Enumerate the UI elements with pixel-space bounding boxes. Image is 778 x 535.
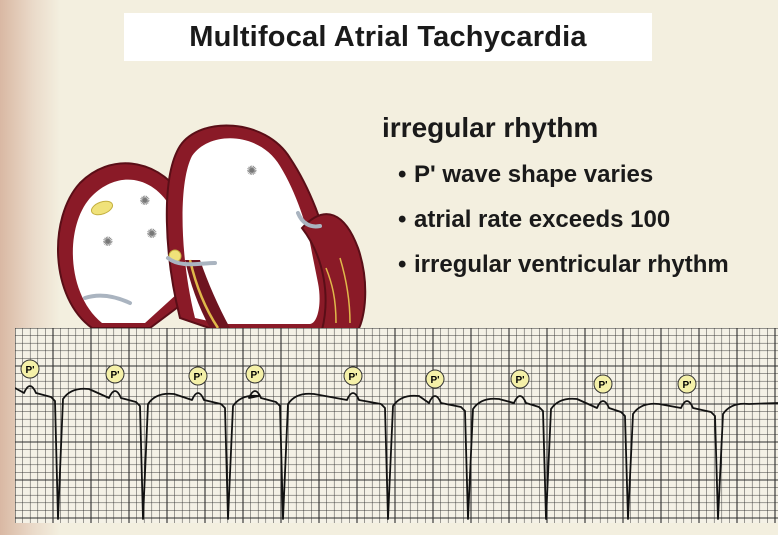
p-prime-marker-circle bbox=[343, 366, 363, 386]
p-prime-marker-label: P' bbox=[348, 372, 357, 383]
ecg-strip: P' P' P' P' P' P' P' P' P' bbox=[15, 328, 778, 523]
septum-pathway bbox=[185, 260, 230, 328]
p-prime-marker-circle bbox=[20, 359, 40, 379]
bullet-text: atrial rate exceeds 100 bbox=[414, 206, 671, 233]
p-prime-marker-label: P' bbox=[598, 380, 607, 391]
ecg-markers: P' P' P' P' P' P' P' P' P' bbox=[20, 359, 697, 394]
p-prime-marker-circle bbox=[105, 364, 125, 384]
heart-cross-section-icon: ✺ ✺ ✺ ✺ bbox=[57, 124, 367, 331]
p-prime-marker: P' bbox=[245, 364, 265, 384]
ecg-trace bbox=[15, 385, 778, 520]
p-prime-marker: P' bbox=[188, 366, 208, 386]
bullet-text: P' wave shape varies bbox=[414, 161, 654, 188]
p-prime-marker-label: P' bbox=[193, 372, 202, 383]
p-prime-marker-circle bbox=[593, 374, 613, 394]
p-prime-marker: P' bbox=[677, 374, 697, 394]
p-prime-marker: P' bbox=[425, 369, 445, 389]
p-prime-marker: P' bbox=[510, 369, 530, 389]
bullet-dot: • bbox=[398, 161, 407, 188]
p-prime-marker-circle bbox=[510, 369, 530, 389]
left-chamber-inner bbox=[72, 179, 179, 323]
p-prime-marker-label: P' bbox=[430, 375, 439, 386]
p-prime-marker-circle bbox=[188, 366, 208, 386]
page-title: Multifocal Atrial Tachycardia bbox=[189, 20, 587, 53]
p-prime-marker-label: P' bbox=[250, 370, 259, 381]
valve-leaflet-left bbox=[166, 256, 217, 267]
sinus-node bbox=[90, 200, 114, 216]
p-prime-marker-circle bbox=[245, 364, 265, 384]
svg-text:✺: ✺ bbox=[103, 235, 114, 250]
description-heading: irregular rhythm bbox=[382, 112, 599, 143]
title-box: Multifocal Atrial Tachycardia bbox=[124, 13, 652, 61]
svg-text:✺: ✺ bbox=[140, 194, 151, 209]
p-prime-marker: P' bbox=[593, 374, 613, 394]
his-bundle bbox=[188, 259, 220, 329]
bullet-dot: • bbox=[398, 206, 407, 233]
bullet-item: • irregular ventricular rhythm bbox=[398, 242, 729, 287]
p-prime-marker: P' bbox=[20, 359, 40, 379]
right-chamber-inner bbox=[182, 138, 320, 324]
svg-text:✺: ✺ bbox=[147, 227, 158, 242]
ectopic-focus-star-icon: ✺ ✺ ✺ ✺ bbox=[103, 164, 258, 250]
valve-leaflet-bottom bbox=[83, 293, 132, 305]
valve-leaflet-right bbox=[296, 211, 322, 229]
bullet-dot: • bbox=[398, 251, 407, 278]
p-prime-marker: P' bbox=[343, 366, 363, 386]
description-panel: irregular rhythm • P' wave shape varies •… bbox=[382, 112, 729, 287]
bullet-text: irregular ventricular rhythm bbox=[414, 251, 729, 278]
p-prime-marker-label: P' bbox=[25, 365, 34, 376]
p-prime-marker-label: P' bbox=[110, 370, 119, 381]
bullet-item: • P' wave shape varies bbox=[398, 152, 729, 197]
p-prime-marker-circle bbox=[677, 374, 697, 394]
conduction-fibers bbox=[325, 257, 351, 324]
p-prime-marker: P' bbox=[105, 364, 125, 384]
p-prime-marker-circle bbox=[425, 369, 445, 389]
bullet-item: • atrial rate exceeds 100 bbox=[398, 197, 729, 242]
svg-text:✺: ✺ bbox=[247, 164, 258, 179]
p-prime-marker-label: P' bbox=[682, 380, 691, 391]
p-prime-marker-label: P' bbox=[515, 375, 524, 386]
